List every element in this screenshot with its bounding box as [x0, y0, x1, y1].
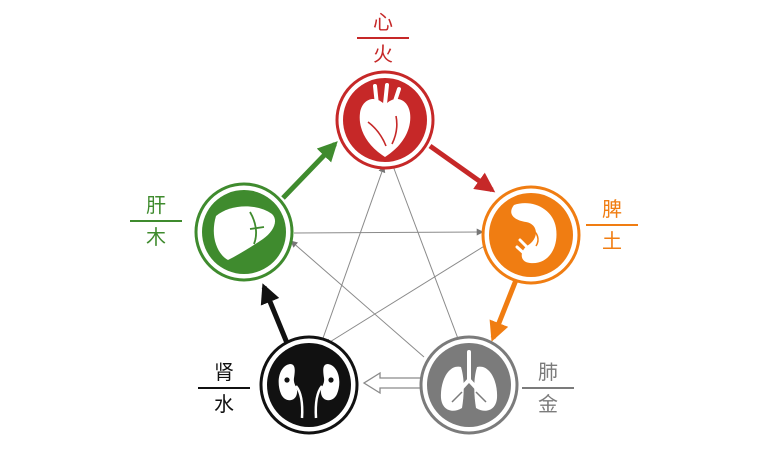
arrow-lung-to-kidney: [362, 371, 424, 395]
kidneys-icon: [278, 364, 340, 419]
liver-element-text: 木: [146, 225, 166, 249]
control-cycle-arrows: [290, 165, 487, 358]
lung-node: [419, 335, 519, 435]
lung-element-text: 金: [538, 392, 558, 416]
kidney-node: [259, 335, 359, 435]
kidney-label-divider: [198, 387, 250, 389]
arrow-kidney-to-liver: [260, 283, 290, 344]
arrow-liver-to-heart: [281, 141, 338, 200]
liver-icon: [213, 206, 276, 260]
heart-element-text: 火: [373, 42, 393, 66]
liver-label-divider: [130, 220, 182, 222]
spleen-organ-text: 脾: [602, 197, 622, 221]
lung-organ-text: 肺: [538, 360, 558, 384]
spleen-node: [481, 185, 581, 285]
arrow-heart-to-spleen: [428, 143, 496, 193]
heart-organ-text: 心: [373, 10, 393, 34]
star-arrow-heart-lung: [392, 165, 462, 345]
kidney-label: 肾 水: [196, 360, 252, 416]
heart-icon: [359, 83, 411, 157]
lungs-icon: [440, 350, 498, 411]
liver-organ-text: 肝: [146, 193, 166, 217]
kidney-element-text: 水: [214, 392, 234, 416]
lung-label: 肺 金: [520, 360, 576, 416]
star-arrow-lung-liver: [290, 240, 425, 358]
lung-label-divider: [522, 387, 574, 389]
star-arrow-liver-spleen: [293, 228, 484, 236]
kidney-organ-text: 肾: [214, 360, 234, 384]
liver-label: 肝 木: [128, 193, 184, 249]
star-arrow-kidney-heart: [321, 165, 386, 342]
liver-node: [194, 182, 294, 282]
spleen-icon: [511, 203, 557, 264]
heart-label: 心 火: [355, 10, 411, 66]
spleen-label: 脾 土: [584, 197, 640, 253]
star-arrow-spleen-kidney: [324, 244, 487, 346]
arrow-spleen-to-lung: [489, 279, 519, 342]
heart-label-divider: [357, 37, 409, 39]
spleen-label-divider: [586, 224, 638, 226]
heart-node: [335, 70, 435, 170]
spleen-element-text: 土: [602, 229, 622, 253]
